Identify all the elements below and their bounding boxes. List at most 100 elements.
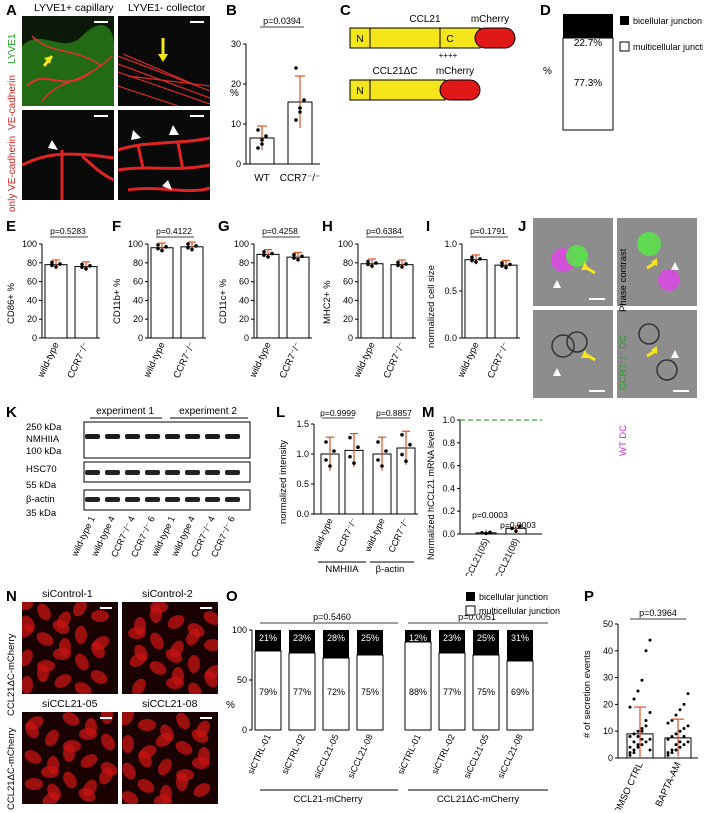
panel-o-bottom-label: 77% — [443, 687, 461, 697]
panel-p-point — [648, 748, 652, 752]
panel-c-ccl21dc: CCL21ΔC — [372, 66, 417, 77]
panel-o-bar-multicellular — [288, 652, 316, 731]
panel-d-bicellular-bar — [563, 14, 613, 38]
panel-e-ytick-label: 20 — [27, 314, 37, 324]
panel-k-band-nmhiia — [145, 434, 160, 439]
panel-o-bar-bicellular — [473, 630, 499, 655]
panel-p-point — [644, 740, 648, 744]
panel-i-xcat: CCR7⁻/⁻ — [485, 341, 511, 381]
panel-l-pval2: p=0.8857 — [376, 408, 412, 418]
panel-o-bar-bicellular — [507, 630, 533, 661]
panel-l-letter: L — [276, 404, 286, 421]
panel-p-ytick-label: 50 — [603, 619, 613, 629]
panel-o-ytick-label: 50 — [237, 675, 247, 685]
panel-o-bar-bicellular — [289, 630, 315, 653]
micrograph-collector-vecad — [118, 110, 210, 200]
panel-h-bar — [360, 263, 384, 339]
panel-b-pval: p=0.0394 — [263, 16, 301, 26]
panel-p-point — [632, 697, 636, 701]
panel-i-point — [508, 262, 512, 267]
panel-m-ylabel: Normalized hCCL21 mRNA level — [426, 429, 436, 560]
panel-g-bar — [256, 253, 280, 339]
panel-n-title: siCCL21-08 — [142, 698, 198, 710]
panel-l-point — [380, 464, 384, 468]
panel-p-ylabel: # of secretion events — [582, 650, 593, 738]
panel-d-chart: % 22.7% 77.3% bicellular junction multic… — [543, 14, 703, 131]
panel-k-band-nmhiia — [125, 434, 140, 439]
panel-o-bottom-label: 75% — [477, 687, 495, 697]
panel-c-letter: C — [340, 2, 351, 19]
panel-l-point — [356, 445, 360, 450]
panel-e-point — [84, 266, 88, 271]
panel-k-band-nmhiia — [85, 434, 100, 439]
panel-p-point — [644, 649, 648, 653]
panel-b-point — [260, 142, 264, 146]
panel-h-point — [404, 262, 408, 266]
panel-e-pval: p=0.5283 — [50, 226, 86, 236]
panel-k-exp1: experiment 1 — [96, 406, 154, 417]
panel-m-ytick-label: 0.0 — [442, 529, 455, 539]
panel-m-ytick-label: 1.0 — [442, 415, 455, 425]
panel-o-bottom-label: 88% — [409, 687, 427, 697]
panel-e-point — [80, 262, 84, 267]
panel-l-pval1: p=0.9999 — [320, 408, 356, 418]
panel-p-point — [632, 751, 636, 755]
panel-g-xcat: CCR7⁻/⁻ — [277, 341, 303, 381]
panel-l-xcat: wild-type — [362, 517, 386, 554]
panel-k-band-bactin — [165, 497, 180, 502]
panel-k-band-bactin — [225, 497, 240, 502]
panel-l-point — [348, 454, 352, 459]
panel-o-xcat: siCTRL-01 — [396, 733, 423, 776]
panel-h-ytick-label: 0 — [348, 333, 353, 343]
panel-p-point — [686, 740, 690, 744]
panel-g-point — [292, 252, 296, 257]
panel-l-point — [376, 440, 380, 444]
panel-l-ytick-label: 1.5 — [296, 419, 309, 429]
panel-p-point — [678, 740, 682, 744]
panel-k-band-bactin — [105, 497, 120, 502]
panel-k-kda55: 55 kDa — [26, 480, 57, 491]
panel-o-ylabel: % — [226, 700, 235, 711]
panel-j-ccr7dc: CCR7⁻/⁻ DC — [618, 335, 629, 390]
panel-f-ytick-label: 100 — [128, 239, 143, 249]
panel-k-band-bactin — [205, 497, 220, 502]
panel-o-ytick-label: 0 — [242, 725, 247, 735]
panel-e-ytick-label: 80 — [27, 258, 37, 268]
panel-g-bar — [286, 256, 310, 339]
panel-o-bar-bicellular — [357, 630, 383, 655]
panel-l-point — [400, 452, 404, 457]
panel-p-point — [678, 708, 682, 712]
panel-p-point — [670, 751, 674, 755]
panel-e-point — [54, 265, 58, 269]
panel-h-point — [366, 262, 370, 267]
panel-k-band-bactin — [185, 497, 200, 502]
panel-p-point — [636, 729, 640, 733]
panel-m-pval2: p=0.0003 — [500, 520, 536, 530]
panel-g-ytick-label: 100 — [234, 239, 249, 249]
panel-h-point — [396, 260, 400, 265]
panel-o-xcat: siCTRL-01 — [246, 733, 273, 776]
panel-e-ytick-label: 100 — [22, 239, 37, 249]
panel-l-point — [376, 458, 380, 462]
panel-o-bottom-label: 72% — [327, 687, 345, 697]
panel-f-point — [164, 245, 168, 249]
panel-p-point — [686, 724, 690, 728]
micrograph-collector-merge — [118, 16, 210, 106]
panel-i-point — [470, 255, 474, 260]
panel-o-xcat: siCTRL-02 — [280, 733, 307, 776]
panel-o-xcat: siCCL21-05 — [462, 733, 491, 780]
panel-p-point — [640, 743, 644, 747]
panel-g-letter: G — [218, 218, 230, 235]
panel-p-point — [644, 724, 648, 728]
panel-l-ytick-label: 0.0 — [296, 509, 309, 519]
panel-e-xcat: CCR7⁻/⁻ — [65, 341, 91, 381]
panel-e-ytick-label: 0 — [32, 333, 37, 343]
panel-p-point — [666, 721, 670, 725]
panel-l-ytick-label: 1.0 — [296, 449, 309, 459]
panel-o-top-label: 28% — [327, 633, 345, 643]
panel-p-chart: p=0.3964 # of secretion events 010203040… — [582, 608, 698, 810]
